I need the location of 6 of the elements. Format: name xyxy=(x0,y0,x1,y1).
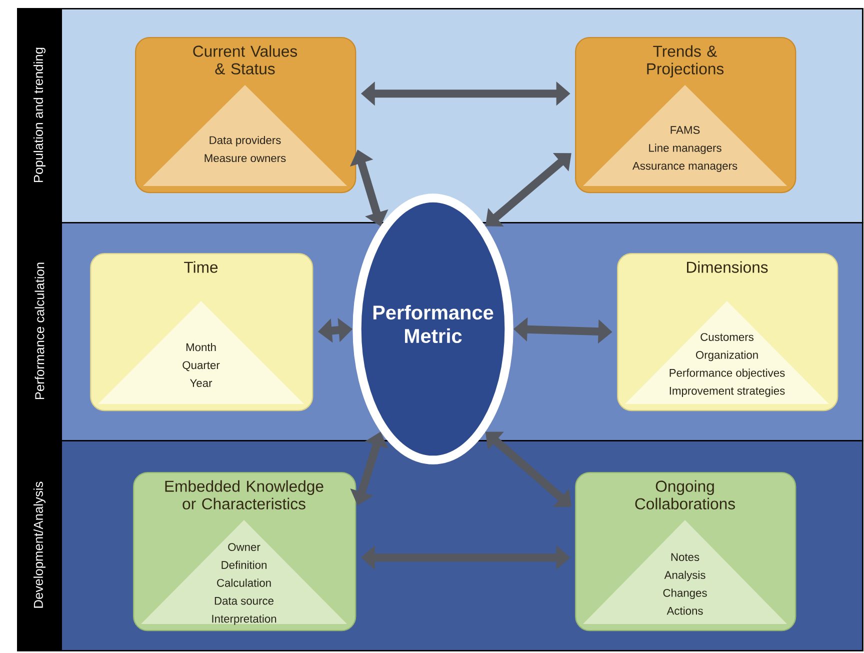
process-box: Trends & Projections FAMS Line managers Assurance managers xyxy=(575,37,796,194)
process-box: Current Values & Status Data providers Measure owners xyxy=(135,37,356,194)
process-box: Embedded Knowledge or Characteristics Owner Definition Calculation Data source Interpretation xyxy=(133,472,356,632)
process-box: Ongoing Collaborations Notes Analysis Changes Actions xyxy=(575,472,796,632)
process-box: Dimensions Customers Organization Performance objectives Improvement strategies xyxy=(617,253,838,412)
process-box: Time Month Quarter Year xyxy=(90,253,314,412)
